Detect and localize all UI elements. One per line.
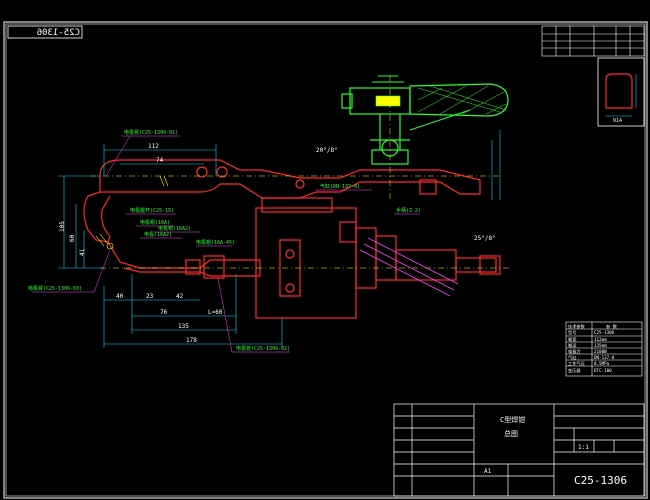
spec-row-4-1: DN-137-8 (594, 355, 615, 360)
dim-178: 178 (186, 337, 197, 344)
dim-135: 135 (178, 323, 189, 330)
label-cylinder: 气缸(DN-137-8) (320, 183, 360, 190)
handle-assembly (341, 75, 509, 165)
title-code: C25-1306 (574, 474, 627, 487)
dim-23: 23 (146, 293, 154, 300)
dim-40: 40 (116, 293, 124, 300)
leader-text: 电极臂(C25-1306-01) 电极握杆(C25-15) 电极帽(16A) 电… (28, 129, 421, 352)
revision-table (541, 25, 645, 57)
dim-74: 74 (156, 157, 164, 164)
inset-dim: 914 (613, 118, 622, 124)
label-cap-16a2: 电极帽(16A2) (158, 225, 191, 232)
dim-angle-1: 20°/8° (316, 147, 338, 154)
dim-41: 41 (79, 248, 86, 256)
leader-lines (32, 135, 420, 353)
dimension-lines (58, 130, 501, 348)
section-hatch (95, 175, 169, 250)
spec-row-3-0: 电极力 (568, 348, 581, 355)
spec-row-6-0: 变压器 (568, 367, 581, 374)
inset-view: 914 (597, 57, 645, 127)
spec-row-5-0: 工作气压 (568, 360, 585, 367)
diagonal-rack (359, 237, 459, 297)
spec-row-4-0: 气缸 (568, 354, 577, 360)
spec-row-0-1: C25-1306 (594, 330, 615, 335)
label-tube-02: 电极管(C25-1306-02) (236, 345, 290, 352)
label-arm-01: 电极臂(C25-1306-01) (124, 129, 178, 136)
title-sub: 总图 (504, 429, 518, 438)
label-electrode: 电极(16A2) (144, 231, 172, 238)
inner-frame (5, 23, 646, 497)
spec-header-1: 参 数 (606, 323, 618, 330)
spec-header-0: 技术参数 (568, 323, 586, 330)
title-block: C型焊钳 总图 1:1 A1 C25-1306 (393, 403, 645, 497)
dimension-text: 112 74 40 23 42 76 L=60 135 178 105 60 4… (59, 143, 496, 344)
main-body (83, 159, 501, 319)
mirrored-code-box: C25-1306 (7, 25, 83, 39)
outer-frame (3, 21, 648, 499)
label-arm-03: 电极臂(C25-1306-03) (28, 285, 82, 292)
spec-row-0-0: 型号 (568, 329, 576, 336)
spec-row-2-1: 135mm (594, 343, 607, 348)
label-handle: 手柄(Z-2) (396, 207, 421, 214)
label-cap-45: 电极帽(16A-45) (196, 239, 235, 246)
dim-angle-2: 25°/8° (474, 235, 496, 242)
label-cap-16a: 电极帽(16A) (140, 219, 170, 226)
title-name: C型焊钳 (500, 415, 525, 424)
spec-table: 技术参数 参 数 型号 C25-1306 喉宽 112mm 喉深 135mm 电… (565, 321, 643, 377)
dim-76: 76 (160, 309, 168, 316)
spec-row-2-0: 喉深 (568, 342, 576, 349)
centerlines (90, 76, 510, 269)
dim-112: 112 (148, 143, 159, 150)
dim-42: 42 (176, 293, 184, 300)
title-sheet-size: A1 (484, 468, 492, 475)
dim-60: 60 (69, 234, 76, 242)
dim-105: 105 (59, 221, 66, 232)
mirrored-code: C25-1306 (37, 28, 80, 38)
spec-row-6-1: DTC-100 (594, 368, 612, 373)
dim-L60: L=60 (208, 309, 223, 316)
spec-row-1-0: 喉宽 (568, 336, 577, 343)
label-holder: 电极握杆(C25-15) (130, 207, 174, 214)
spec-row-5-1: 0.5MPa (594, 361, 610, 366)
spec-row-3-1: 2100N (594, 349, 607, 354)
spec-row-1-1: 112mm (594, 337, 607, 342)
title-scale: 1:1 (578, 444, 589, 451)
